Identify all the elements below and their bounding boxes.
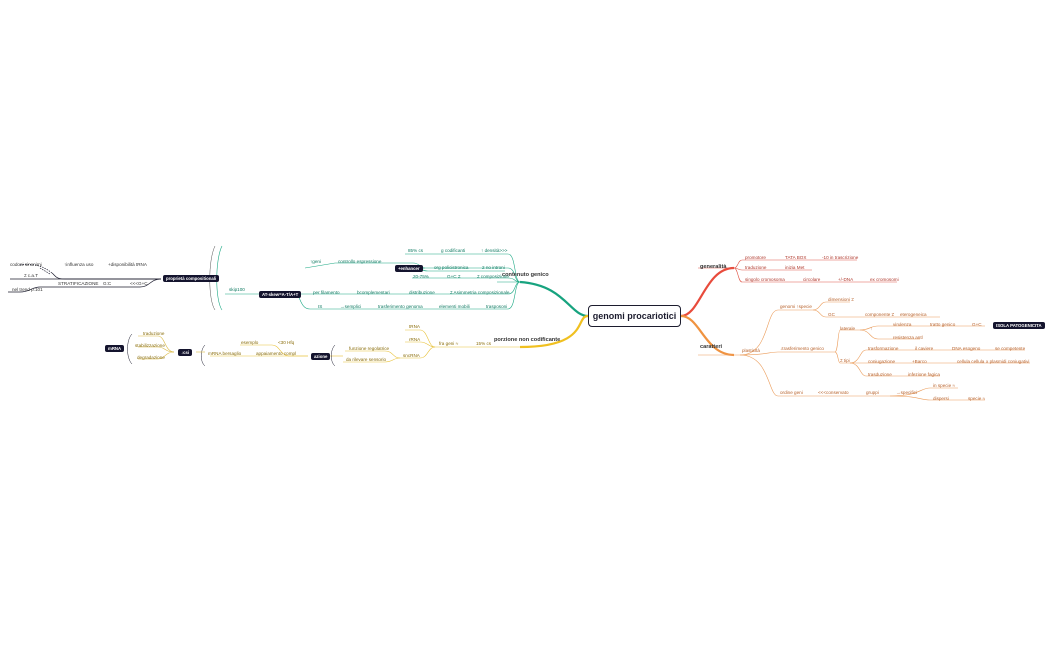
node: mRNA bersaglio — [208, 351, 242, 356]
tag-csi[interactable]: ↓csi — [178, 349, 193, 356]
node: <<<conservato — [818, 390, 849, 395]
node: specie ≈ — [968, 396, 986, 401]
node: controllo espressione — [338, 259, 382, 264]
node: ↑ — [870, 326, 873, 331]
node: GC — [828, 312, 835, 317]
node: rRNA — [409, 337, 421, 342]
node: singolo cromosoma — [745, 277, 785, 282]
node: 85% cs — [408, 248, 424, 253]
node: traduzione — [745, 265, 767, 270]
node: +Barco — [912, 359, 927, 364]
node: ≠ Asimmetria composizionale — [450, 290, 510, 295]
node: IS — [318, 304, 323, 309]
node: 2 no introni — [482, 265, 505, 270]
node: in specie ≈ — [933, 383, 955, 388]
branch-generalita[interactable]: generalità — [700, 264, 727, 270]
node: plasticità — [742, 348, 760, 353]
node: gruppi — [866, 390, 879, 395]
node: G+C ≠ — [447, 274, 461, 279]
node: g codificanti — [441, 248, 466, 253]
node: +disponibilità tRNA — [108, 262, 147, 267]
branch-contenuto-genico[interactable]: contenuto genico — [502, 272, 549, 278]
node: ↑ densità>>> — [481, 248, 508, 253]
node: skip100 — [229, 287, 245, 292]
node: da rilevare sensorio — [346, 357, 387, 362]
node: circolare — [803, 277, 821, 282]
node: G:C — [103, 281, 112, 286]
node: trasposoni — [486, 304, 508, 309]
node: eterogeneica — [900, 312, 927, 317]
tag-at-skew[interactable]: AT-skew=A-T/A+T — [259, 291, 302, 298]
tag-azione[interactable]: azione — [311, 353, 331, 360]
node: dispersi — [933, 396, 949, 401]
node: ordine geni — [780, 390, 803, 395]
node: se competente — [995, 346, 1026, 351]
node: ≠ composizione — [477, 274, 509, 279]
node: →specifici — [896, 390, 917, 395]
node: ↓trasferimento genico — [780, 346, 824, 351]
node: dimensioni ≠ — [828, 297, 854, 302]
node: il caviere — [915, 346, 934, 351]
node: cellula cellula — [957, 359, 985, 364]
node: trasduzione — [868, 372, 892, 377]
node: <<<G+C — [130, 281, 148, 286]
node: DNA esogeno — [952, 346, 981, 351]
node: inizia Met — [785, 265, 805, 270]
node: G+C — [972, 322, 982, 327]
tag-proprieta-compositionali[interactable]: proprietà compositionali — [163, 275, 220, 282]
tag-mrna[interactable]: mRNA — [105, 345, 125, 352]
node: ≠ tipi — [840, 358, 850, 363]
node: ≠ c.a.T — [24, 273, 39, 278]
branch-caratteri[interactable]: caratteri — [700, 344, 723, 350]
node: tRNA — [409, 324, 420, 329]
node: fra geni ≈ — [439, 341, 459, 346]
tag-enhancer[interactable]: +enhancer — [395, 265, 423, 272]
node: distribuzione — [409, 290, 435, 295]
node: appaiamento compl — [256, 351, 297, 356]
node: sncRNA — [403, 353, 420, 358]
node: degradazione — [137, 355, 165, 360]
node: ↑geni — [310, 259, 321, 264]
node: funzione regolatrice — [349, 346, 390, 351]
node: promotore — [745, 255, 766, 260]
node: +/-DNA — [838, 277, 854, 282]
node: 20-75% — [413, 274, 429, 279]
node: STRATIFICAZIONE — [58, 281, 99, 286]
node: TATA BOX — [785, 255, 807, 260]
node: esemplo — [241, 340, 259, 345]
node: →semplici — [340, 304, 362, 309]
node: stabilizzazione — [135, 343, 165, 348]
tag-isola-patogenicita[interactable]: ISOLA PATOGENICITA — [993, 322, 1045, 329]
node: coniugazione — [868, 359, 896, 364]
node: trasferimento genoma — [378, 304, 423, 309]
branch-porzione-non-codificante[interactable]: porzione non codificante — [494, 337, 561, 343]
node: nel trend p.101 — [12, 287, 43, 292]
node: org policistronica — [434, 265, 469, 270]
node: infezione fagica — [908, 372, 940, 377]
node: <30 Hfq — [278, 340, 295, 345]
node: resistenza antl — [893, 335, 923, 340]
root-node[interactable]: genomi procariotici — [588, 305, 681, 327]
node: 15% cs — [476, 341, 492, 346]
node: componente ≠ — [865, 312, 895, 317]
node: traduzione — [143, 331, 165, 336]
node: tratto genico — [930, 322, 956, 327]
node: elementi mobili — [439, 304, 470, 309]
node: ↑influenza uso — [64, 262, 94, 267]
node: bcomplementari — [357, 290, 390, 295]
node: trasformazione — [868, 346, 899, 351]
node: codoni sinonimi — [10, 262, 42, 267]
node: virulenza — [893, 322, 912, 327]
node: genomi ↑specie — [780, 304, 812, 309]
node: laterale — [840, 326, 856, 331]
node: x plasmidi coniugativi — [986, 359, 1030, 364]
node: per filamento — [313, 290, 340, 295]
node: -10 in trascrizione — [822, 255, 859, 260]
node: ex cromosomi — [870, 277, 899, 282]
